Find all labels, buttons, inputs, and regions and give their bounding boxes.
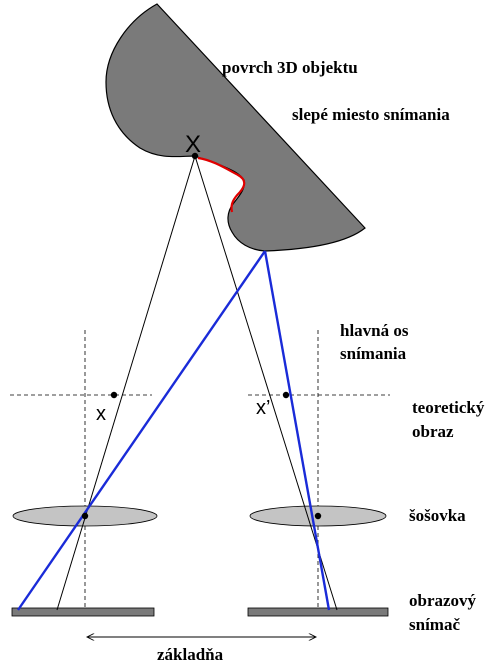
left-sensor — [11, 607, 155, 617]
baseline-label: základňa — [157, 645, 224, 661]
right-image-point-label: x’ — [256, 397, 270, 419]
main-axis-label-line1: hlavná os — [340, 321, 409, 340]
right-sensor — [247, 607, 389, 617]
left-lens-center-dot — [81, 512, 89, 520]
sensor-label-line1: obrazový — [409, 591, 477, 610]
right-occluded-ray — [263, 250, 331, 611]
right-lens-center-dot — [314, 512, 322, 520]
theoretical-image-label-line1: teoretický — [412, 398, 485, 417]
left-image-point-label: x — [96, 403, 106, 425]
object-point-dot — [191, 152, 199, 160]
main-axis-label-line2: snímania — [340, 344, 407, 363]
blind-spot-label: slepé miesto snímania — [292, 105, 450, 124]
lens-label: šošovka — [409, 506, 466, 525]
theoretical-image-label-line2: obraz — [412, 422, 454, 441]
right-ray — [194, 155, 338, 611]
left-image-point-dot — [110, 391, 118, 399]
object-surface-shape — [105, 3, 366, 252]
left-occluded-ray — [17, 250, 266, 611]
sensor-label-line2: snímač — [409, 615, 460, 634]
surface-label: povrch 3D objektu — [222, 58, 358, 77]
right-image-point-dot — [282, 391, 290, 399]
blind-spot-curve — [197, 156, 246, 213]
object-point-label: X — [185, 131, 201, 158]
left-ray — [56, 155, 196, 611]
